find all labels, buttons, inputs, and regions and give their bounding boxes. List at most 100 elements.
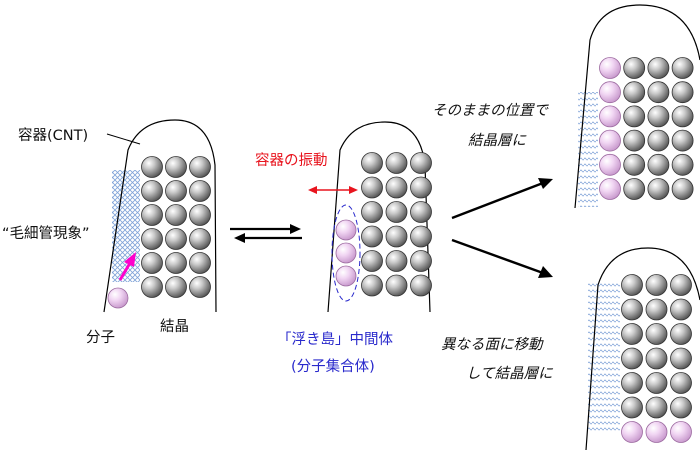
crystal-layer — [621, 274, 692, 443]
crystal-molecule — [410, 225, 432, 248]
container-vibrating — [308, 121, 432, 313]
crystal-molecule — [670, 347, 692, 370]
equilibrium-arrows — [230, 224, 302, 243]
container-wall — [585, 247, 700, 451]
container-wall — [103, 119, 217, 313]
crystal-molecule — [189, 252, 211, 274]
crystal-molecule — [645, 274, 668, 296]
guest-molecule — [599, 129, 621, 152]
label-capillary: “毛細管現象” — [2, 225, 90, 242]
crystal-molecule — [385, 152, 408, 174]
crystal-molecule — [385, 274, 408, 297]
label-molecular-assembly: (分子集合体) — [291, 358, 375, 375]
label-outcome-top-2: 結晶層に — [468, 132, 527, 149]
guest-molecule — [599, 57, 621, 79]
label-vibration: 容器の振動 — [255, 152, 328, 169]
crystal-molecule — [165, 204, 187, 226]
crystal-molecule — [189, 276, 211, 298]
crystal-molecule — [410, 176, 432, 199]
crystal-molecule — [670, 323, 692, 345]
crystal-molecule — [621, 323, 643, 345]
crystal-molecule — [361, 225, 383, 248]
crystal-molecule — [189, 228, 211, 250]
crystal-molecule — [647, 153, 670, 176]
crystal-molecule — [410, 274, 432, 297]
crystal-molecule — [165, 156, 187, 178]
crystal-molecule — [189, 204, 211, 226]
crystal-molecule — [671, 153, 694, 176]
guest-molecule — [335, 242, 357, 264]
crystal-molecule — [165, 252, 187, 274]
crystal-molecule — [623, 105, 646, 128]
free-molecule — [107, 287, 129, 309]
label-outcome-bottom-2: して結晶層に — [466, 365, 554, 382]
crystal-molecule — [385, 250, 408, 272]
guest-molecule — [335, 265, 357, 287]
container-wall — [327, 121, 431, 313]
crystal-molecule — [623, 129, 646, 152]
crystal-molecule — [621, 347, 643, 370]
crystal-molecule — [165, 228, 187, 250]
crystal-molecule — [671, 105, 694, 128]
guest-molecule — [599, 81, 621, 104]
crystal-molecule — [647, 105, 670, 128]
guest-molecule — [645, 421, 668, 443]
crystal-molecule — [671, 81, 694, 104]
guest-molecule — [599, 153, 621, 176]
crystal-molecule — [645, 372, 668, 394]
guest-molecule — [670, 421, 692, 443]
crystal-molecule — [141, 276, 163, 298]
container-initial — [103, 119, 217, 313]
guest-molecule — [599, 105, 621, 128]
crystal-molecule — [361, 201, 383, 223]
crystal-cluster — [141, 156, 211, 298]
container-leader-line — [106, 133, 141, 145]
crystal-molecule — [621, 298, 643, 321]
container-outcome-bottom — [585, 247, 700, 451]
crystal-molecule — [410, 152, 432, 174]
crystal-molecule — [621, 396, 643, 419]
label-crystal: 結晶 — [160, 318, 189, 335]
crystal-molecule — [671, 57, 694, 79]
crystal-molecule — [671, 129, 694, 152]
container-outcome-top — [574, 4, 700, 209]
crystal-molecule — [647, 129, 670, 152]
crystal-molecule — [670, 298, 692, 321]
capillary-mesh — [578, 92, 598, 207]
crystal-molecule — [165, 180, 187, 202]
crystal-molecule — [645, 298, 668, 321]
crystal-molecule — [623, 153, 646, 176]
crystal-molecule — [189, 180, 211, 202]
crystal-molecule — [141, 252, 163, 274]
crystal-molecule — [361, 274, 383, 297]
floating-island-outline — [331, 204, 361, 302]
crystal-molecule — [385, 176, 408, 199]
container-wall — [574, 4, 700, 209]
crystal-molecule — [645, 323, 668, 345]
crystal-molecule — [621, 274, 643, 296]
label-outcome-top-1: そのままの位置で — [432, 102, 549, 119]
crystal-molecule — [141, 228, 163, 250]
crystal-molecule — [647, 81, 670, 104]
pathway-arrows — [451, 178, 553, 278]
crystal-molecule — [361, 250, 383, 272]
vibration-arrow — [308, 186, 358, 194]
crystal-molecule — [189, 156, 211, 178]
crystal-cluster — [361, 152, 432, 297]
crystal-molecule — [647, 178, 670, 200]
crystal-molecule — [645, 396, 668, 419]
guest-molecule — [621, 421, 643, 443]
crystal-molecule — [670, 274, 692, 296]
crystal-molecule — [671, 178, 694, 200]
crystal-molecule — [141, 204, 163, 226]
crystal-molecule — [670, 396, 692, 419]
label-outcome-bottom-1: 異なる面に移動 — [441, 336, 544, 353]
crystal-molecule — [141, 180, 163, 202]
label-floating-island: 「浮き島」中間体 — [277, 331, 393, 348]
crystal-molecule — [165, 276, 187, 298]
capillary-arrow-head — [124, 252, 136, 267]
crystal-molecule — [645, 347, 668, 370]
capillary-arrow — [118, 252, 136, 281]
crystal-molecule — [385, 225, 408, 248]
